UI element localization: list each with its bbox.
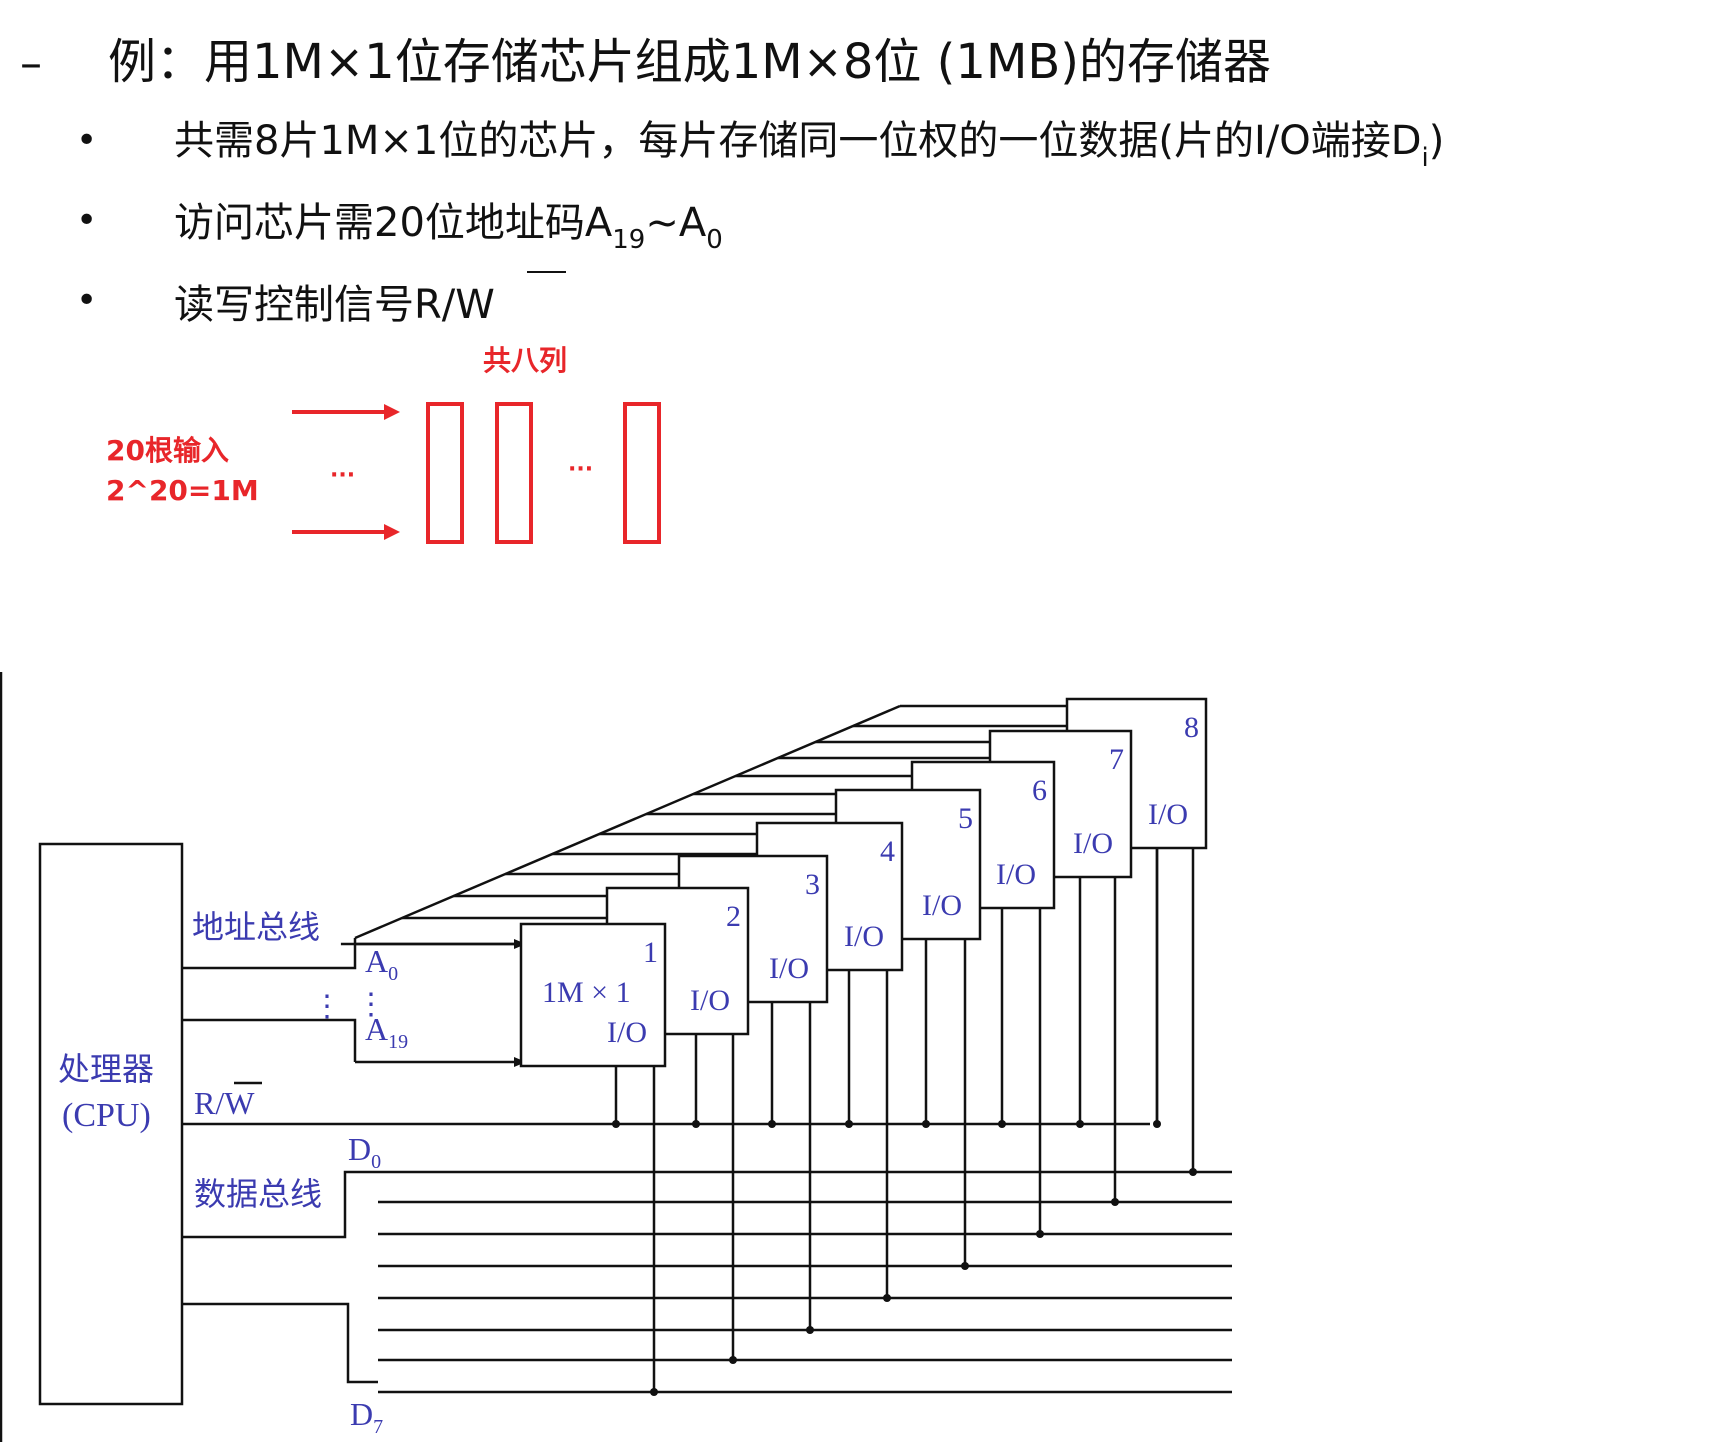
heading-title: 例：用1M×1位存储芯片组成1M×8位 (1MB)的存储器	[108, 34, 1271, 90]
cpu-label-abbr: (CPU)	[62, 1097, 151, 1134]
data-d7-label: D7	[350, 1396, 383, 1438]
vdots-left: ⋮	[312, 990, 342, 1023]
bullet-list: • 共需8片1M×1位的芯片，每片存储同一位权的一位数据(片的I/O端接Di) …	[76, 118, 1444, 328]
bullet-text-address: 访问芯片需20位地址码A19~A0	[174, 200, 723, 255]
io-junction-5	[961, 1262, 969, 1270]
chip-io-label-7: I/O	[1073, 827, 1113, 860]
chip-number-2: 2	[726, 900, 741, 933]
rw-junction-1	[612, 1120, 620, 1128]
address-wire-a0-stub	[182, 938, 357, 970]
io-junction-2	[729, 1356, 737, 1364]
data-bus-stub-top	[182, 1170, 378, 1239]
chip-io-label-6: I/O	[996, 858, 1036, 891]
chip-number-3: 3	[805, 868, 820, 901]
chip-io-label-5: I/O	[922, 889, 962, 922]
rw-junction-5	[922, 1120, 930, 1128]
address-wire-a19-stub	[182, 1018, 357, 1052]
address-bus-label: 地址总线	[192, 908, 320, 946]
chip-labels: 1I/O2I/O3I/O4I/O5I/O6I/O7I/O8I/O1M × 1	[542, 711, 1199, 1049]
chip-io-label-3: I/O	[769, 952, 809, 985]
data-bus-stub-bottom	[182, 1302, 378, 1384]
io-junction-6	[1036, 1230, 1044, 1238]
address-a0-label: A0	[365, 943, 398, 985]
rw-junction-3	[768, 1120, 776, 1128]
circuit-labels: 处理器 (CPU) 地址总线 A0 A19 ⋮ ⋮ R/W D0 数据总线 D7…	[58, 711, 1199, 1438]
sketch-arrowhead-top	[384, 404, 400, 420]
data-bus-label: 数据总线	[194, 1175, 322, 1213]
sketch-dots-left: ···	[330, 463, 355, 488]
cpu-label: 处理器	[58, 1050, 154, 1088]
sketch-arrowhead-bottom	[384, 524, 400, 540]
io-rw-taps	[612, 848, 1197, 1396]
red-sketch: 共八列 20根输入 2^20=1M ··· ···	[106, 344, 661, 544]
io-junction-1	[650, 1388, 658, 1396]
sketch-column-8	[623, 402, 661, 544]
rw-junction-2	[692, 1120, 700, 1128]
sketch-column-2	[495, 402, 533, 544]
rw-label: R/W	[194, 1085, 255, 1121]
memory-circuit	[0, 672, 1232, 1442]
sketch-dots-mid: ···	[568, 457, 593, 482]
memory-chips	[519, 697, 1208, 1068]
bullet-marker: •	[76, 120, 97, 161]
address-fan-diagonal	[354, 704, 901, 940]
heading-dash: –	[20, 38, 42, 89]
chip-number-7: 7	[1109, 743, 1124, 776]
rw-junction-7	[1076, 1120, 1084, 1128]
sketch-label-capacity: 2^20=1M	[106, 474, 259, 507]
bullet-text-rw: 读写控制信号R/W	[174, 282, 495, 328]
bullet-text-chips: 共需8片1M×1位的芯片，每片存储同一位权的一位数据(片的I/O端接Di)	[174, 118, 1444, 173]
io-junction-4	[883, 1294, 891, 1302]
chip-number-8: 8	[1184, 711, 1199, 744]
bullet-marker: •	[76, 280, 97, 321]
address-fan-wires	[340, 704, 1067, 1067]
io-junction-8	[1189, 1168, 1197, 1176]
chip-capacity-label: 1M × 1	[542, 976, 631, 1009]
data-bus-lines	[378, 1170, 1232, 1394]
io-junction-3	[806, 1326, 814, 1334]
chip-io-label-4: I/O	[844, 920, 884, 953]
rw-junction-4	[845, 1120, 853, 1128]
sketch-column-1	[426, 402, 464, 544]
io-junction-7	[1111, 1198, 1119, 1206]
chip-number-1: 1	[643, 936, 658, 969]
vdots-right: ⋮	[356, 988, 386, 1021]
bullet-marker: •	[76, 200, 97, 241]
chip-number-4: 4	[880, 835, 895, 868]
sketch-label-columns: 共八列	[483, 344, 567, 377]
chip-io-label-1: I/O	[607, 1016, 647, 1049]
chip-io-label-2: I/O	[690, 984, 730, 1017]
sketch-label-inputs: 20根输入	[106, 434, 229, 467]
data-d0-label: D0	[348, 1131, 381, 1173]
memory-chip-1	[519, 922, 667, 1068]
address-a19-label: A19	[365, 1011, 408, 1053]
rw-junction-6	[998, 1120, 1006, 1128]
chip-io-label-8: I/O	[1148, 798, 1188, 831]
chip-number-6: 6	[1032, 774, 1047, 807]
chip-number-5: 5	[958, 802, 973, 835]
